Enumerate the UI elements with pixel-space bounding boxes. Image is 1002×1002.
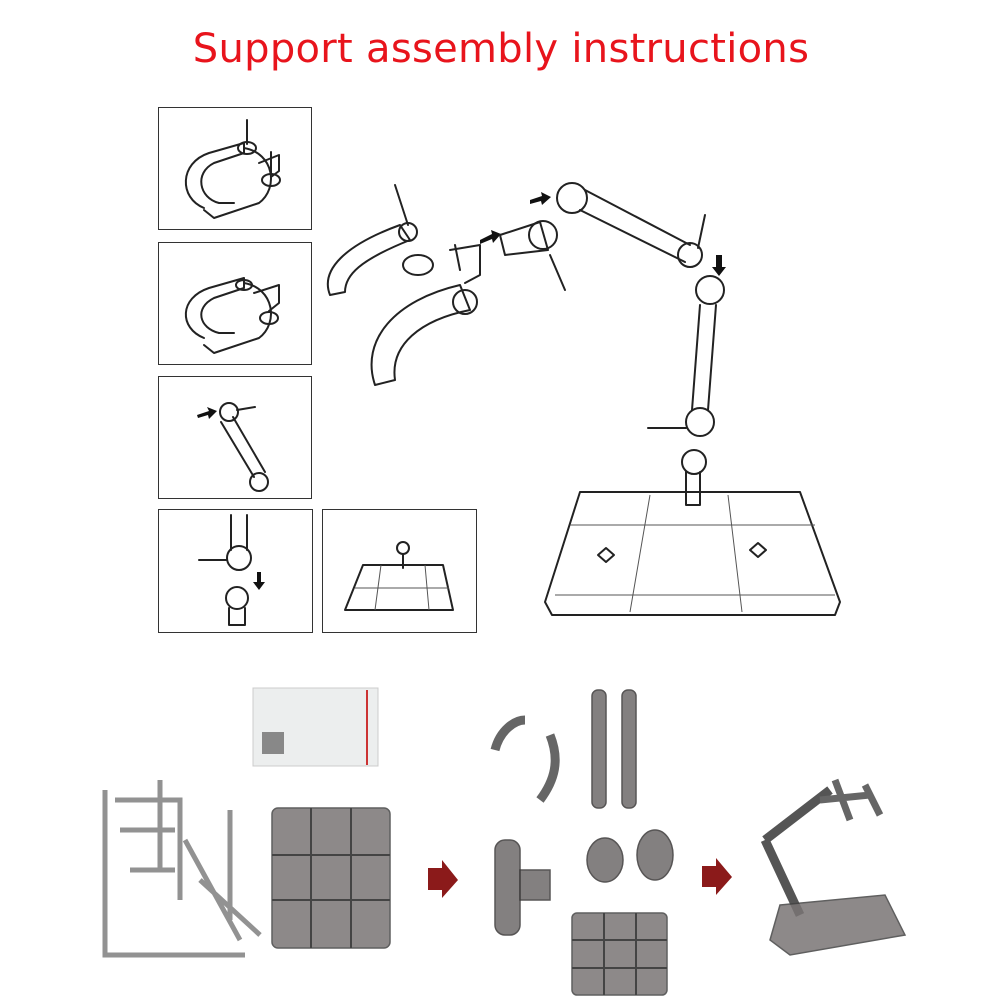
assembled-stand-photo: [760, 778, 907, 956]
arrow-icon: [197, 407, 217, 419]
step-5-panel: [322, 509, 477, 633]
step-1-panel: [158, 107, 312, 230]
arrow-icon: [480, 230, 501, 244]
arm-base-connector-illustration: [198, 514, 265, 626]
clamp-assembled-illustration: [184, 277, 280, 354]
support-arm: [556, 182, 726, 506]
screw-bag-photo: [252, 687, 379, 767]
clamp-left: [326, 184, 418, 296]
sprue-runner-photo: [102, 780, 262, 958]
step-3-panel: [158, 376, 312, 499]
clamp-with-screws-illustration: [184, 119, 281, 219]
arrow-right-icon: [702, 858, 732, 895]
arm-joint-illustration: [197, 402, 269, 492]
step-4-panel: [158, 509, 313, 633]
page-title: Support assembly instructions: [192, 26, 810, 72]
arrow-icon: [530, 192, 551, 205]
clamp-right: [370, 244, 481, 386]
step-2-panel: [158, 242, 312, 365]
arrow-down-icon: [253, 572, 265, 590]
base-plate-illustration: [344, 541, 454, 611]
base-plate: [544, 491, 841, 616]
base-plate-photo: [271, 807, 391, 949]
arrow-down-icon: [712, 255, 726, 276]
arrow-right-icon: [428, 860, 458, 898]
joint-connector: [499, 220, 566, 291]
separated-parts-photo: [490, 689, 674, 996]
